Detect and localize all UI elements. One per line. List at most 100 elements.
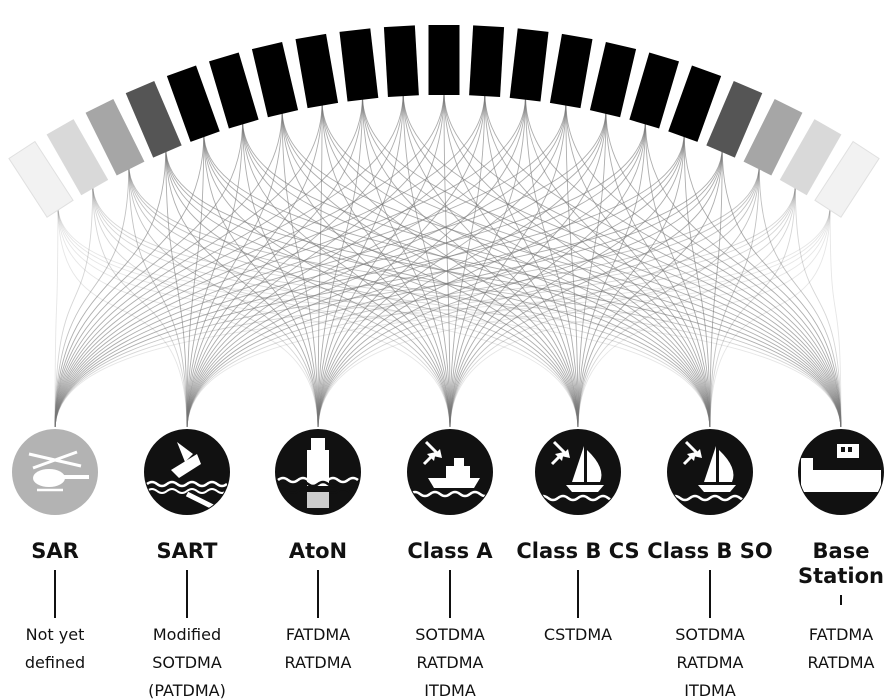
slot-link xyxy=(525,95,711,431)
slot-link xyxy=(186,101,323,431)
time-slot xyxy=(166,65,220,142)
slot-link xyxy=(186,120,646,431)
slot-link xyxy=(54,164,760,431)
slot-link xyxy=(92,184,711,431)
sailboat-icon xyxy=(533,427,623,517)
slot-link xyxy=(449,132,685,431)
slot-link xyxy=(402,92,842,431)
slot-link xyxy=(54,92,486,431)
slot-link xyxy=(92,184,188,431)
time-slot xyxy=(469,25,505,98)
time-slot xyxy=(8,140,74,218)
slot-link xyxy=(203,132,319,431)
time-slot xyxy=(208,52,259,129)
slot-link xyxy=(54,109,607,431)
slot-link xyxy=(644,120,711,431)
slot-link xyxy=(794,184,842,431)
station-name: Station xyxy=(798,564,884,588)
slot-link xyxy=(92,184,451,431)
buoy-icon xyxy=(273,427,363,517)
slot-link xyxy=(54,205,831,431)
access-method-label: RATDMA xyxy=(416,653,483,672)
station-name: Class B SO xyxy=(647,539,772,563)
slot-link xyxy=(317,90,445,431)
slot-link xyxy=(449,109,607,431)
slot-link xyxy=(577,164,760,431)
slot-link xyxy=(165,147,711,431)
slot-link xyxy=(242,120,319,431)
slot-link xyxy=(605,109,842,431)
slot-link xyxy=(186,92,486,431)
slot-link xyxy=(577,132,685,431)
slot-link xyxy=(644,120,842,431)
slot-link xyxy=(317,95,526,431)
station-name: Class B CS xyxy=(516,539,639,563)
slot-link xyxy=(443,90,451,431)
slot-link xyxy=(484,92,842,431)
helicopter-icon xyxy=(10,427,100,517)
slot-link xyxy=(321,101,711,431)
slot-link xyxy=(54,101,323,431)
slot-link xyxy=(92,184,319,431)
slot-link xyxy=(186,147,723,431)
access-method-label: (PATDMA) xyxy=(148,681,226,700)
slot-link xyxy=(242,120,579,431)
slot-link xyxy=(92,184,842,431)
access-method-label: SOTDMA xyxy=(152,653,222,672)
time-slot xyxy=(743,98,803,176)
slot-link xyxy=(281,109,319,431)
slot-link xyxy=(317,120,646,431)
slot-link xyxy=(186,101,567,431)
slot-link xyxy=(128,164,579,431)
slot-link xyxy=(92,184,579,431)
slot-link xyxy=(242,120,451,431)
time-slot xyxy=(85,98,145,176)
slot-link xyxy=(54,132,685,431)
slot-link xyxy=(57,205,319,431)
slot-link xyxy=(721,147,842,431)
time-slot xyxy=(383,25,419,98)
slot-link xyxy=(203,132,711,431)
slot-link xyxy=(54,92,404,431)
slot-link xyxy=(317,164,760,431)
access-method-label: SOTDMA xyxy=(675,625,745,644)
slot-link xyxy=(443,90,842,431)
slot-link xyxy=(281,109,842,431)
station-name: Base xyxy=(813,539,870,563)
base-station-icon xyxy=(796,427,886,517)
slot-link xyxy=(186,132,685,431)
slot-link xyxy=(565,101,579,431)
time-slot xyxy=(668,65,722,142)
time-slot xyxy=(814,140,880,218)
slot-link xyxy=(186,120,244,431)
access-method-label: RATDMA xyxy=(676,653,743,672)
station-name: SAR xyxy=(31,539,79,563)
slot-link xyxy=(54,101,567,431)
slot-link xyxy=(758,164,842,431)
slot-link xyxy=(362,95,579,431)
slot-link xyxy=(484,92,711,431)
time-slot xyxy=(549,33,593,109)
slot-link xyxy=(709,147,723,431)
slot-link xyxy=(709,184,796,431)
slot-link xyxy=(317,132,685,431)
access-method-label: SOTDMA xyxy=(415,625,485,644)
time-slot xyxy=(779,119,842,196)
slot-link xyxy=(203,132,842,431)
slot-link xyxy=(577,120,646,431)
slot-link xyxy=(54,147,723,431)
slot-link xyxy=(186,184,796,431)
time-slot xyxy=(706,81,763,158)
slot-link xyxy=(525,95,579,431)
slot-link xyxy=(203,132,579,431)
time-slot xyxy=(295,33,339,109)
station-name: Class A xyxy=(407,539,493,563)
slot-link xyxy=(317,95,363,431)
slot-link xyxy=(54,184,94,431)
slot-link xyxy=(242,120,842,431)
